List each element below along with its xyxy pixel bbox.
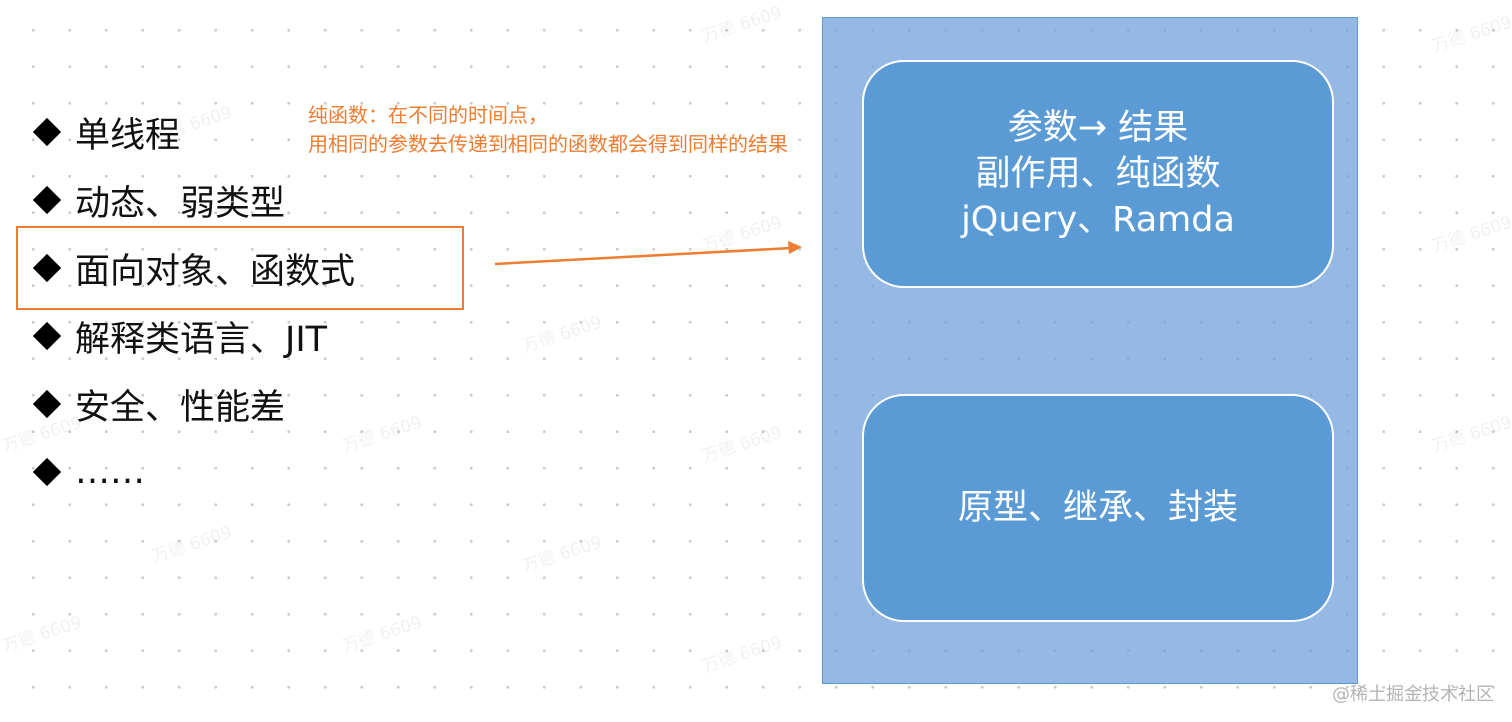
- arrow-line: [494, 246, 793, 266]
- note-line-1: 纯函数：在不同的时间点，: [308, 103, 548, 127]
- watermark-text: 万德 6609: [699, 2, 785, 48]
- pointer-arrow: [494, 241, 802, 266]
- highlight-box: [16, 226, 464, 310]
- watermark-text: 万德 6609: [519, 532, 605, 578]
- watermark-text: 万德 6609: [699, 632, 785, 678]
- oop-card: 原型、继承、封装: [862, 394, 1334, 622]
- watermark-text: 万德 6609: [339, 612, 425, 658]
- arrow-head-icon: [788, 241, 802, 254]
- watermark-text: 万德 6609: [1429, 212, 1512, 258]
- feature-bullet-list: 单线程 动态、弱类型 面向对象、函数式 解释类语言、JIT 安全、性能差 ……: [32, 98, 355, 506]
- watermark-text: 万德 6609: [1429, 12, 1512, 58]
- bullet-oop-functional: 面向对象、函数式: [32, 234, 355, 302]
- bullet-label: 安全、性能差: [75, 387, 286, 428]
- bullet-label: 解释类语言、JIT: [75, 319, 328, 360]
- watermark-text: 万德 6609: [1429, 412, 1512, 458]
- card-line-prototype: 原型、继承、封装: [957, 488, 1238, 528]
- card-line-side-effects: 副作用、纯函数: [975, 154, 1221, 194]
- bullet-dynamic-weak-typing: 动态、弱类型: [32, 166, 355, 234]
- functional-card: 参数→ 结果 副作用、纯函数 jQuery、Ramda: [862, 60, 1334, 288]
- bullet-safe-performance: 安全、性能差: [32, 370, 355, 438]
- bullet-interpreted-jit: 解释类语言、JIT: [32, 302, 355, 370]
- diamond-bullet-icon: [32, 117, 62, 147]
- card-line-params-result: 参数→ 结果: [1007, 108, 1189, 148]
- bullet-label: 单线程: [75, 115, 181, 156]
- footer-credit: @稀土掘金技术社区: [1332, 684, 1494, 705]
- pure-function-note: 纯函数：在不同的时间点， 用相同的参数去传递到相同的函数都会得到同样的结果: [308, 101, 788, 159]
- bullet-single-thread: 单线程: [32, 98, 355, 166]
- bullet-ellipsis: ……: [32, 438, 355, 506]
- diamond-bullet-icon: [32, 321, 62, 351]
- diamond-bullet-icon: [32, 389, 62, 419]
- card-line-libraries: jQuery、Ramda: [961, 200, 1235, 240]
- bullet-label: 动态、弱类型: [75, 183, 286, 224]
- note-line-2: 用相同的参数去传递到相同的函数都会得到同样的结果: [308, 132, 788, 156]
- diamond-bullet-icon: [32, 185, 62, 215]
- diamond-bullet-icon: [32, 457, 62, 487]
- bullet-label: 面向对象、函数式: [75, 251, 356, 292]
- watermark-text: 万德 6609: [519, 312, 605, 358]
- bullet-label: ……: [75, 452, 145, 492]
- watermark-text: 万德 6609: [149, 522, 235, 568]
- watermark-text: 万德 6609: [0, 612, 85, 658]
- watermark-text: 万德 6609: [699, 422, 785, 468]
